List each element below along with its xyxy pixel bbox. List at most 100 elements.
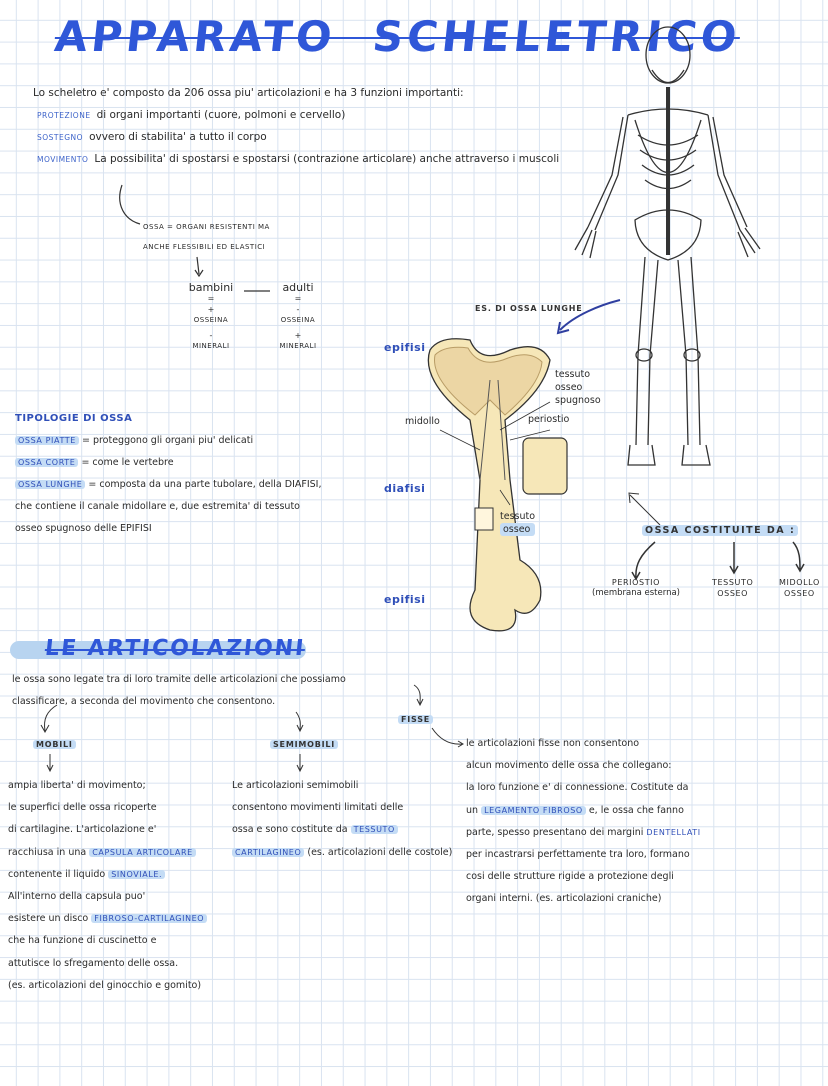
periostio-label: periostio	[528, 414, 570, 425]
arrow-icon	[729, 542, 739, 575]
text-line: parte, spesso presentano dei margini DEN…	[466, 827, 701, 838]
text-segment: esistere un disco	[8, 913, 92, 925]
function-text: ovvero di stabilita' a tutto il corpo	[89, 131, 267, 143]
skeleton-illustration	[574, 26, 761, 466]
arrow-icon	[556, 299, 621, 335]
text-line: che ha funzione di cuscinetto e	[8, 935, 156, 946]
text-segment: ampia liberta' di movimento;	[8, 780, 146, 791]
minerali-label: MINERALI	[279, 342, 317, 350]
text-line: OSSA CORTE = come le vertebre	[15, 457, 174, 468]
text-segment: organi interni. (es. articolazioni crani…	[466, 893, 662, 905]
item-line: PERIOSTIO	[611, 578, 661, 587]
text-segment: cosi delle strutture rigide a protezione…	[466, 871, 674, 883]
bambini-column: bambini = + OSSEINA - MINERALI	[183, 282, 239, 352]
arrow-icon	[119, 184, 141, 225]
sign: +	[294, 331, 302, 340]
item-line: TESSUTO	[712, 578, 754, 587]
label-line: spugnoso	[555, 395, 601, 406]
highlighted-term: TESSUTO	[350, 825, 398, 835]
function-label: PROTEZIONE	[37, 111, 91, 120]
equals-sign: =	[294, 294, 302, 303]
text-segment: la loro funzione e' di connessione. Cost…	[466, 782, 689, 794]
text-segment: le superfici delle ossa ricoperte	[8, 802, 157, 814]
text-segment: ossa e sono costitute da	[232, 824, 351, 836]
arrow-icon	[194, 256, 204, 278]
text-segment: Le articolazioni semimobili	[232, 780, 359, 791]
text-line: OSSA PIATTE = proteggono gli organi piu'…	[15, 435, 253, 446]
text-line: (es. articolazioni del ginocchio e gomit…	[8, 980, 201, 991]
text-line: OSSA LUNGHE = composta da una parte tubo…	[15, 479, 322, 490]
highlighted-term: OSSA CORTE	[15, 458, 79, 467]
articolazioni-intro-line: le ossa sono legate tra di loro tramite …	[12, 674, 346, 685]
text-segment: che contiene il canale midollare e, due …	[15, 501, 300, 512]
arrow-icon	[40, 704, 58, 734]
composition-periostio: PERIOSTIO(membrana esterna)	[592, 577, 680, 599]
text-segment: per incastrarsi perfettamente tra loro, …	[466, 849, 690, 860]
text-line: consentono movimenti limitati delle	[232, 802, 403, 813]
adulti-column: adulti = - OSSEINA + MINERALI	[270, 282, 326, 352]
function-label: SOSTEGNO	[37, 133, 84, 142]
text-segment: (es. articolazioni del ginocchio e gomit…	[8, 979, 202, 991]
long-bone-illustration	[427, 338, 568, 632]
function-text: di organi importanti (cuore, polmoni e c…	[96, 109, 346, 121]
text-segment: consentono movimenti limitati delle	[232, 802, 404, 814]
label-line: osseo	[555, 382, 583, 393]
text-line: un LEGAMENTO FIBROSO e, le ossa che fann…	[466, 805, 684, 816]
text-line: osseo spugnoso delle EPIFISI	[15, 523, 152, 534]
arrow-icon	[792, 541, 805, 573]
arrow-icon	[295, 711, 304, 733]
adulti-label: adulti	[282, 281, 314, 294]
label-line: osseo	[500, 523, 536, 536]
text-segment: attutisce lo sfregamento delle ossa.	[8, 957, 179, 969]
tessuto-osseo-label: tessuto osseo	[500, 510, 536, 536]
text-line: CARTILAGINEO (es. articolazioni delle co…	[232, 847, 452, 858]
function-sostegno: SOSTEGNO ovvero di stabilita' a tutto il …	[37, 131, 267, 143]
text-line: per incastrarsi perfettamente tra loro, …	[466, 849, 690, 860]
item-line: OSSEO	[784, 589, 815, 598]
text-segment: = come le vertebre	[78, 457, 174, 468]
osseina-label: OSSEINA	[280, 316, 316, 324]
highlighted-term: FIBROSO-CARTILAGINEO	[91, 914, 208, 924]
label-line: tessuto	[555, 369, 591, 380]
equals-sign: =	[207, 294, 215, 303]
highlighted-term: CAPSULA ARTICOLARE	[89, 847, 196, 857]
example-label: ES. DI OSSA LUNGHE	[475, 304, 583, 313]
label-line: tessuto	[500, 511, 536, 522]
tessuto-spugnoso-label: tessuto osseo spugnoso	[555, 368, 601, 407]
sign: +	[207, 305, 215, 314]
highlighted-term: CARTILAGINEO	[232, 847, 305, 857]
text-segment: e, le ossa che fanno	[585, 804, 684, 816]
arrow-icon	[46, 754, 54, 773]
osseina-label: OSSEINA	[193, 316, 229, 324]
epifisi-top-label: epifisi	[384, 341, 426, 354]
text-line: cosi delle strutture rigide a protezione…	[466, 871, 674, 882]
arrow-icon	[413, 684, 424, 707]
arrow-icon	[631, 541, 656, 581]
text-line: Le articolazioni semimobili	[232, 780, 358, 791]
highlighted-term: OSSA PIATTE	[15, 436, 79, 445]
text-segment: osseo spugnoso delle EPIFISI	[15, 523, 152, 534]
tipologie-heading: TIPOLOGIE DI OSSA	[15, 413, 133, 424]
text-segment: le articolazioni fisse non consentono	[466, 738, 640, 749]
item-line: (membrana esterna)	[592, 588, 680, 598]
midollo-label: midollo	[405, 416, 440, 427]
sign: -	[296, 305, 300, 314]
arrow-icon	[431, 727, 464, 748]
text-line: ampia liberta' di movimento;	[8, 780, 146, 791]
text-line: di cartilagine. L'articolazione e'	[8, 824, 156, 835]
text-segment: All'interno della capsula puo'	[8, 891, 146, 902]
text-line: le articolazioni fisse non consentono	[466, 738, 639, 749]
arrow-icon	[628, 492, 661, 526]
composition-heading: OSSA COSTITUITE DA :	[642, 525, 799, 536]
text-segment: racchiusa in una	[8, 846, 90, 858]
item-line: MIDOLLO	[779, 578, 820, 587]
text-line: attutisce lo sfregamento delle ossa.	[8, 958, 178, 969]
sign: -	[209, 331, 213, 340]
function-label: MOVIMENTO	[37, 155, 89, 164]
text-segment: DENTELLATI	[646, 827, 701, 837]
bambini-label: bambini	[188, 281, 234, 294]
text-line: All'interno della capsula puo'	[8, 891, 145, 902]
